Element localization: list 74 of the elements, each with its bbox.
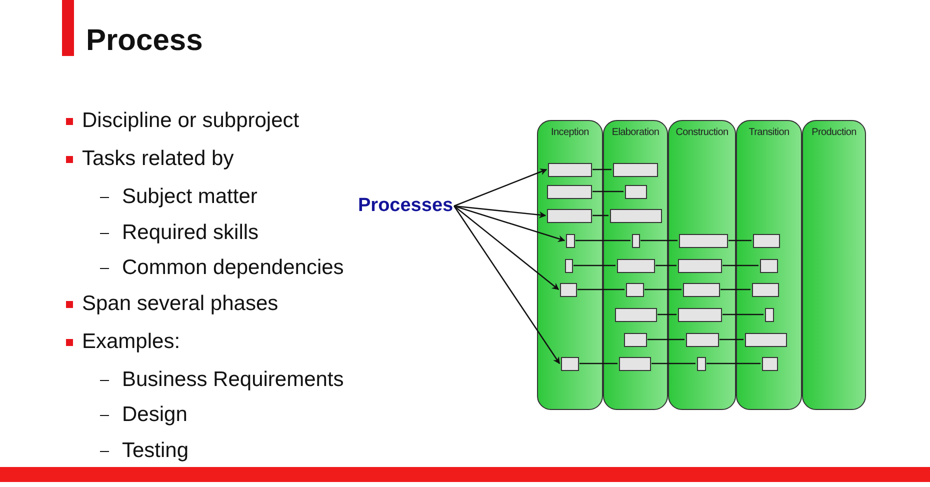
task-bar — [616, 258, 654, 272]
task-bar — [764, 308, 774, 322]
connector-line — [720, 338, 744, 340]
task-bar — [564, 258, 572, 272]
task-bar — [744, 332, 786, 346]
arrow — [454, 205, 566, 242]
task-bar — [752, 282, 778, 296]
phase-label: Construction — [674, 127, 730, 138]
connector-line — [578, 288, 624, 290]
task-bar — [560, 282, 576, 296]
connector-line — [706, 362, 760, 364]
connector-line — [722, 264, 758, 266]
task-bar — [632, 234, 640, 248]
task-bar — [566, 234, 574, 248]
task-bar — [610, 208, 662, 222]
task-bar — [696, 356, 706, 370]
task-bar — [546, 208, 592, 222]
connector-line — [640, 240, 678, 242]
phase-column — [736, 120, 802, 410]
connector-line — [656, 264, 676, 266]
arrow — [454, 206, 560, 364]
task-bar — [678, 234, 728, 248]
task-bar — [678, 308, 722, 322]
task-bar — [612, 162, 658, 176]
task-bar — [614, 308, 656, 322]
task-bar — [682, 282, 720, 296]
phase-label: Inception — [550, 127, 590, 138]
task-bar — [624, 184, 646, 198]
phase-column — [537, 120, 603, 410]
bullet-text: Subject matter — [122, 185, 258, 209]
task-bar — [618, 356, 650, 370]
task-bar — [762, 356, 778, 370]
task-bar — [760, 258, 778, 272]
connector-line — [592, 214, 608, 216]
connector-line — [720, 288, 750, 290]
connector-line — [592, 168, 612, 170]
connector-line — [576, 240, 630, 242]
bullet-text: Examples: — [82, 330, 180, 354]
phase-column — [802, 120, 866, 410]
bullet-text: Design — [122, 403, 188, 427]
bullet-text: Testing — [122, 439, 189, 463]
connector-line — [644, 288, 682, 290]
bullet-text: Business Requirements — [122, 368, 344, 392]
task-bar — [686, 332, 718, 346]
task-bar — [626, 282, 644, 296]
slide-title: Process — [86, 24, 203, 58]
connector-line — [574, 264, 616, 266]
phase-label: Elaboration — [610, 127, 660, 138]
bullet-text: Tasks related by — [82, 147, 234, 171]
arrow — [454, 205, 546, 218]
connector-line — [648, 338, 684, 340]
task-bar — [548, 162, 592, 176]
bullet-text: Span several phases — [82, 292, 278, 316]
arrow — [454, 168, 548, 207]
phase-column — [668, 120, 736, 410]
connector-line — [652, 362, 696, 364]
connector-line — [592, 190, 624, 192]
task-bar — [560, 356, 578, 370]
arrow — [454, 206, 560, 290]
connector-line — [722, 314, 764, 316]
bullet-text: Discipline or subproject — [82, 109, 300, 133]
phase-label: Production — [810, 127, 858, 138]
bullet-text: Common dependencies — [122, 256, 344, 280]
task-bar — [546, 184, 592, 198]
task-bar — [678, 258, 722, 272]
connector-line — [658, 314, 676, 316]
task-bar — [624, 332, 646, 346]
task-bar — [752, 234, 780, 248]
connector-line — [728, 240, 752, 242]
phase-column — [603, 120, 668, 410]
connector-line — [580, 362, 618, 364]
callout-text: Processes — [358, 195, 454, 217]
phase-label: Transition — [748, 127, 790, 138]
bullet-text: Required skills — [122, 221, 259, 245]
